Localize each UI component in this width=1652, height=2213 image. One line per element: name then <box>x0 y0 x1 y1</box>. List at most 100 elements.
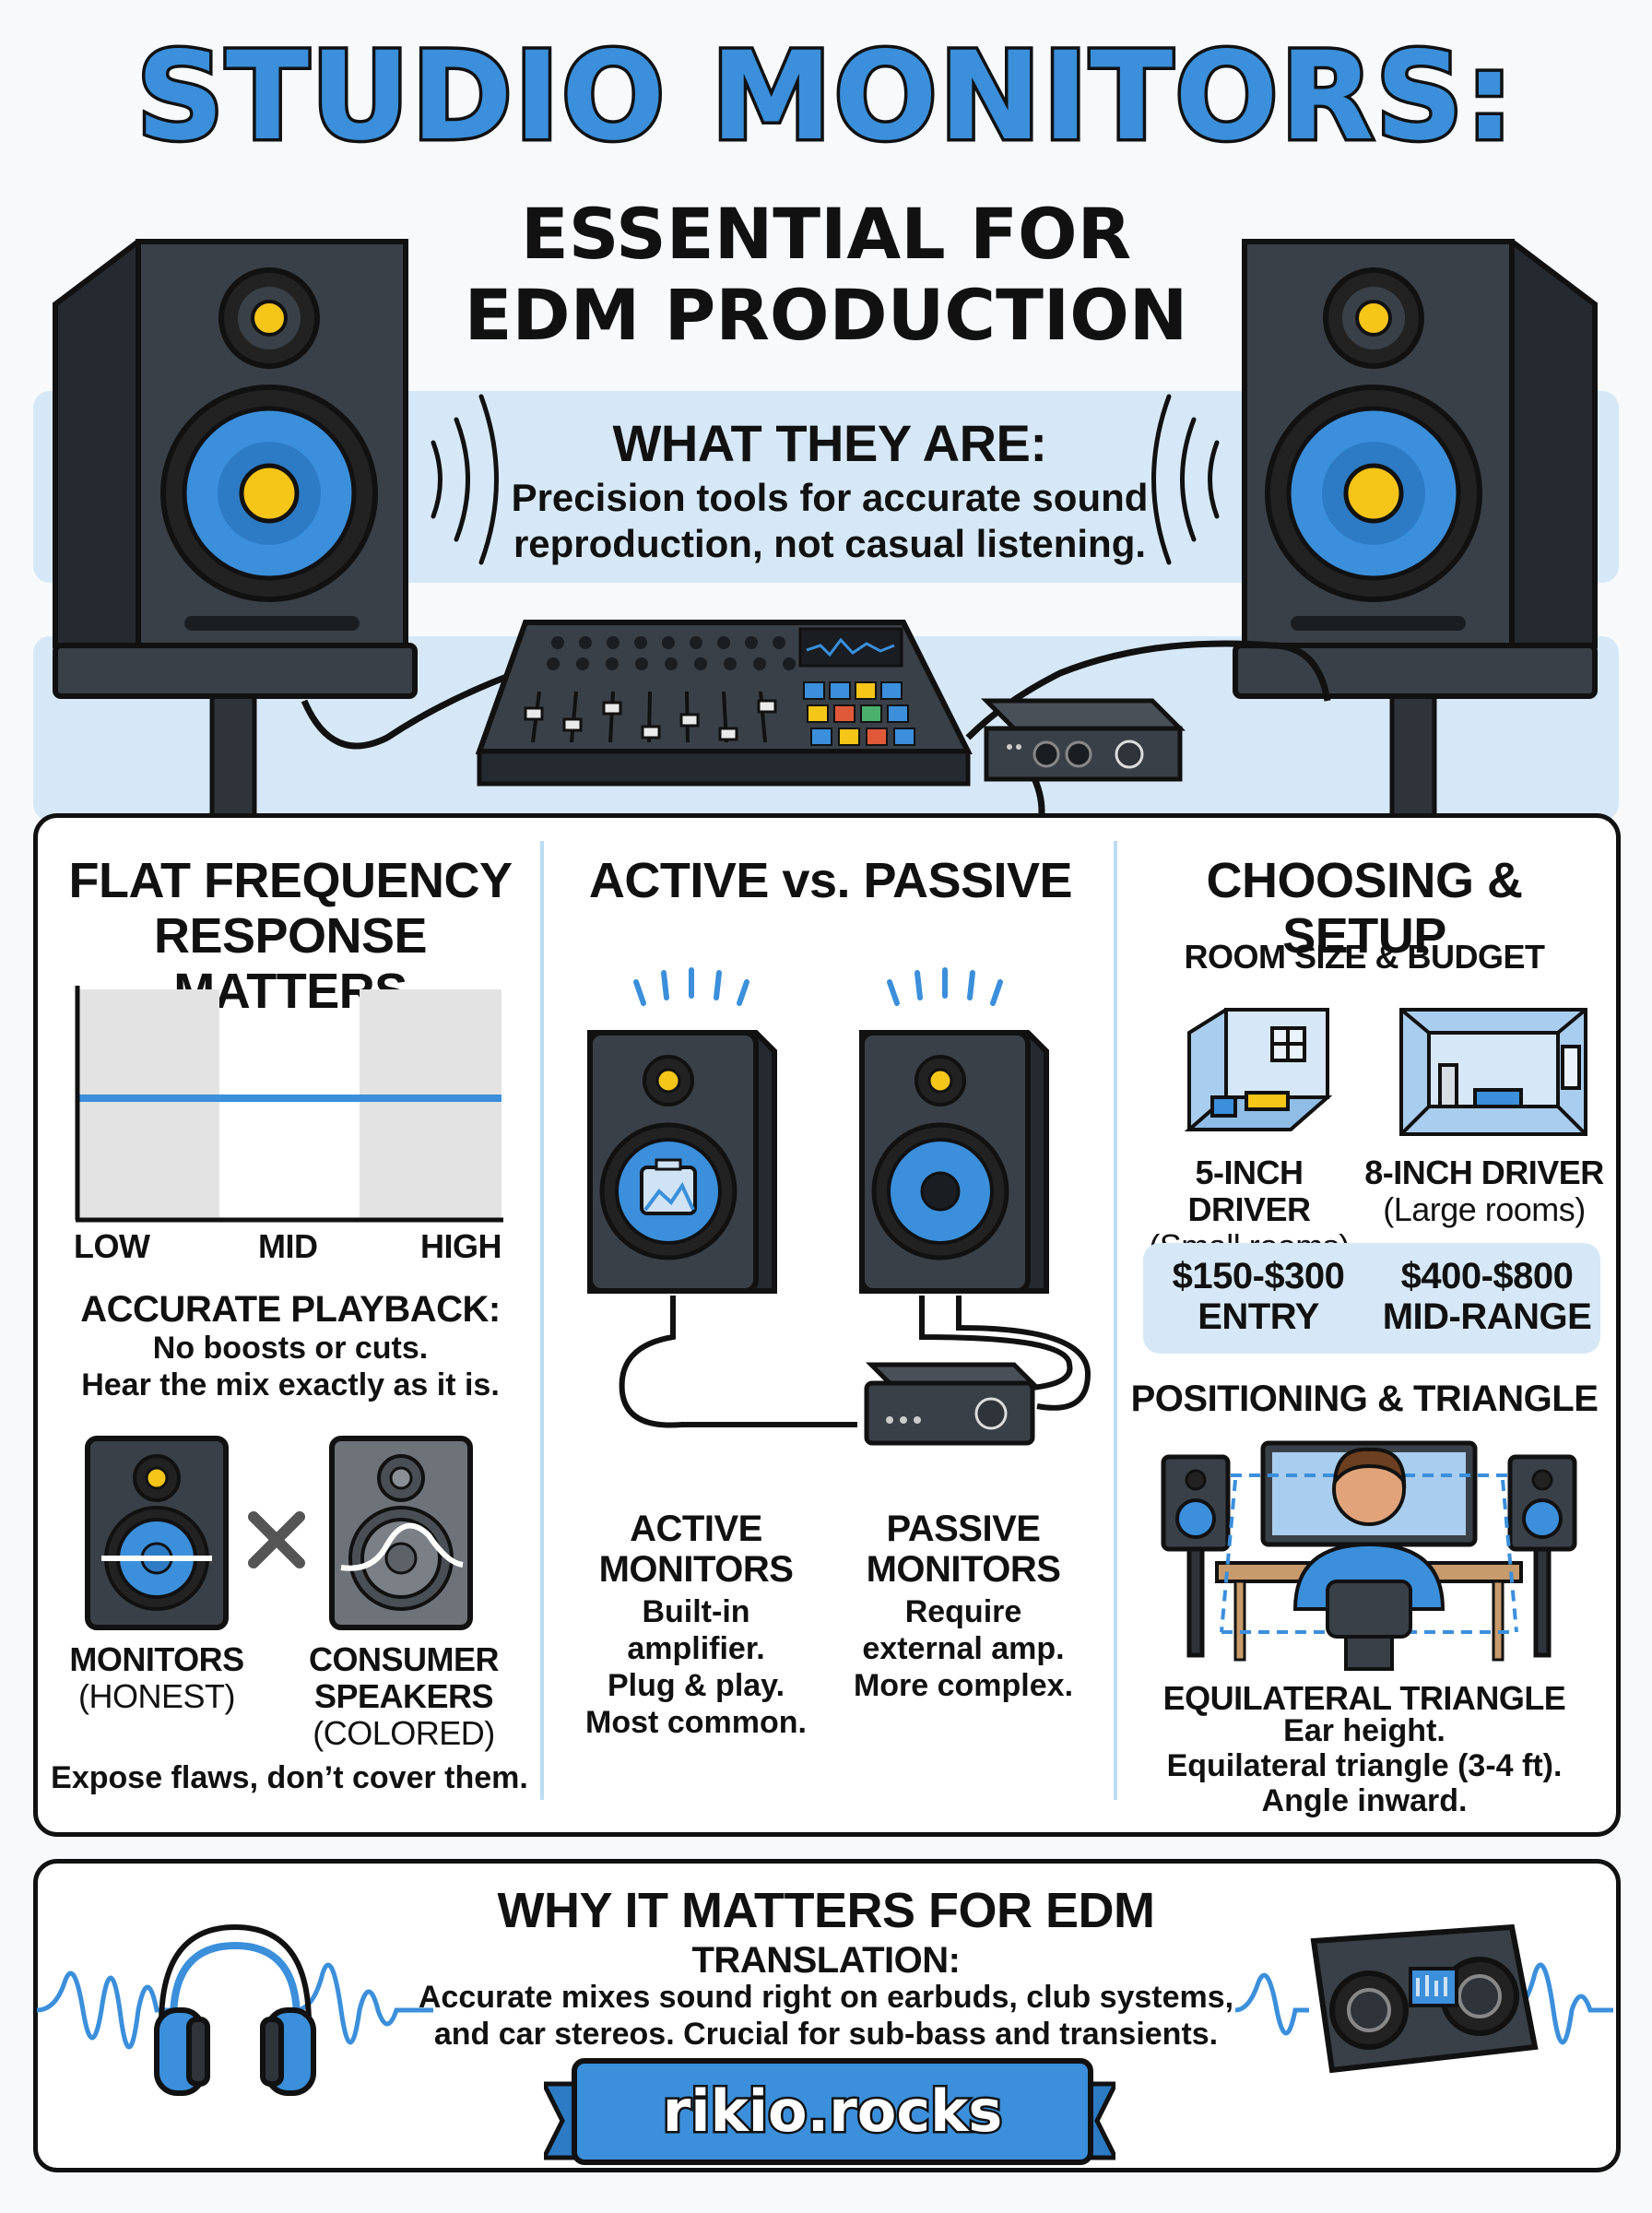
listener-icon <box>1292 1447 1446 1671</box>
active-desc-3: Plug & play. <box>607 1668 785 1703</box>
colored-speaker-icon <box>329 1436 473 1630</box>
monitors-line-2: (HONEST) <box>78 1677 236 1715</box>
active-title: ACTIVE vs. PASSIVE <box>588 853 1073 908</box>
flat-title-line-1: FLAT FREQUENCY <box>68 853 513 908</box>
mixer-console-icon <box>475 620 973 787</box>
right-wave-icon <box>1234 1962 1613 2045</box>
consumer-speakers-label: CONSUMER SPEAKERS (COLORED) <box>293 1641 514 1752</box>
active-monitor-icon <box>587 1030 777 1294</box>
large-driver-text: 8-INCH DRIVER <box>1364 1154 1604 1191</box>
active-sound-lines <box>633 967 749 1006</box>
passive-desc-1: Require <box>904 1594 1022 1629</box>
active-passive-illustration <box>587 967 1092 1446</box>
external-amp-icon <box>864 1362 1039 1446</box>
flat-response-graph <box>75 986 503 1223</box>
setup-stands <box>1186 1542 1552 1658</box>
active-line-2: MONITORS <box>598 1549 794 1590</box>
active-monitors-label: ACTIVE MONITORS <box>572 1509 820 1590</box>
flat-footer: Expose flaws, don’t cover them. <box>51 1760 528 1795</box>
setup-title: CHOOSING & SETUP <box>1206 853 1523 964</box>
setup-left-speaker-icon <box>1161 1454 1231 1552</box>
entry-price: $150-$300 ENTRY <box>1143 1256 1374 1337</box>
active-monitors-desc: Built-in amplifier. Plug & play. Most co… <box>553 1593 839 1741</box>
tri-line-1: Ear height. <box>1283 1713 1446 1748</box>
page-subtitle: ESSENTIAL FOR EDM PRODUCTION <box>411 194 1241 356</box>
translation-desc: Accurate mixes sound right on earbuds, c… <box>387 1979 1265 2053</box>
entry-tier-text: ENTRY <box>1198 1296 1319 1337</box>
translation-line-1: Accurate mixes sound right on earbuds, c… <box>418 1980 1234 2015</box>
column-divider-2 <box>1114 841 1117 1800</box>
flat-title: FLAT FREQUENCY RESPONSE MATTERS <box>46 853 535 1019</box>
subtitle-line-1: ESSENTIAL FOR <box>520 193 1132 275</box>
speaker-comparison <box>85 1436 473 1630</box>
honest-monitor-icon <box>85 1436 229 1630</box>
large-driver-label: 8-INCH DRIVER (Large rooms) <box>1364 1154 1604 1228</box>
passive-sound-lines <box>887 967 1003 1006</box>
hero-illustration <box>53 239 1598 848</box>
triangle-setup-illustration <box>1161 1440 1577 1671</box>
left-speaker-icon <box>53 239 408 648</box>
active-desc-4: Most common. <box>585 1705 807 1740</box>
subtitle-line-2: EDM PRODUCTION <box>464 274 1188 356</box>
consumer-line-1: CONSUMER <box>308 1640 500 1678</box>
consumer-line-2: SPEAKERS <box>313 1677 494 1715</box>
translation-line-2: and car stereos. Crucial for sub-bass an… <box>433 2017 1219 2052</box>
accurate-line-1: No boosts or cuts. <box>152 1331 429 1366</box>
room-budget-title: ROOM SIZE & BUDGET <box>1184 938 1545 976</box>
site-badge-text: rikio.rocks <box>660 2076 1005 2148</box>
accurate-line-2: Hear the mix exactly as it is. <box>81 1367 500 1402</box>
mid-tier-text: MID-RANGE <box>1382 1296 1592 1337</box>
small-room-icon <box>1184 1008 1333 1131</box>
consumer-line-3: (COLORED) <box>313 1714 495 1752</box>
tri-line-3: Angle inward. <box>1261 1783 1468 1818</box>
equilateral-title: EQUILATERAL TRIANGLE <box>1162 1679 1566 1717</box>
passive-monitors-desc: Require external amp. More complex. <box>830 1593 1097 1704</box>
audio-interface-icon <box>980 698 1186 782</box>
axis-label-low: LOW <box>74 1227 150 1265</box>
positioning-title: POSITIONING & TRIANGLE <box>1130 1379 1599 1419</box>
price-band <box>1143 1243 1600 1354</box>
column-divider-1 <box>540 841 544 1800</box>
monitors-honest-label: MONITORS (HONEST) <box>55 1641 258 1715</box>
axis-label-mid: MID <box>258 1227 318 1265</box>
passive-desc-3: More complex. <box>853 1668 1074 1703</box>
left-sound-waves-icon <box>431 394 499 565</box>
active-desc-2: amplifier. <box>627 1631 765 1666</box>
right-sound-waves-icon <box>1151 394 1220 565</box>
accurate-playback-title: ACCURATE PLAYBACK: <box>80 1289 501 1330</box>
headphones-icon <box>154 1923 316 2096</box>
mid-price: $400-$800 MID-RANGE <box>1372 1256 1602 1337</box>
setup-right-speaker-icon <box>1507 1454 1577 1552</box>
room-illustrations <box>1184 1008 1587 1136</box>
passive-monitor-icon <box>859 1030 1049 1294</box>
passive-line-2: MONITORS <box>866 1549 1061 1590</box>
passive-monitors-label: PASSIVE MONITORS <box>839 1509 1088 1590</box>
right-speaker-icon <box>1242 239 1598 648</box>
tri-line-2: Equilateral triangle (3-4 ft). <box>1166 1748 1563 1783</box>
why-title: WHY IT MATTERS FOR EDM <box>497 1883 1155 1938</box>
monitors-line-1: MONITORS <box>69 1640 244 1678</box>
versus-x-icon <box>248 1511 305 1568</box>
page-title: STUDIO MONITORS: <box>133 25 1516 170</box>
accurate-playback-text: No boosts or cuts. Hear the mix exactly … <box>37 1330 544 1403</box>
equilateral-desc: Ear height. Equilateral triangle (3-4 ft… <box>1121 1713 1608 1818</box>
mid-price-text: $400-$800 <box>1400 1256 1574 1296</box>
what-line-1: Precision tools for accurate sound <box>511 476 1149 519</box>
active-desc-1: Built-in <box>642 1594 750 1629</box>
small-driver-text: 5-INCH DRIVER <box>1187 1154 1311 1228</box>
what-title: WHAT THEY ARE: <box>612 414 1047 472</box>
large-room-text: (Large rooms) <box>1383 1190 1586 1228</box>
what-description: Precision tools for accurate sound repro… <box>479 475 1180 567</box>
amp-cables <box>619 1296 1092 1428</box>
axis-label-high: HIGH <box>420 1227 502 1265</box>
active-line-1: ACTIVE <box>630 1509 762 1549</box>
passive-line-1: PASSIVE <box>886 1509 1041 1549</box>
large-room-icon <box>1399 1008 1587 1136</box>
left-wave-icon <box>37 1962 433 2050</box>
entry-price-text: $150-$300 <box>1172 1256 1345 1296</box>
translation-title: TRANSLATION: <box>691 1940 962 1981</box>
boombox-icon <box>1310 1923 1539 2074</box>
what-line-2: reproduction, not casual listening. <box>513 522 1147 565</box>
bottom-illustrations <box>37 1923 1613 2096</box>
